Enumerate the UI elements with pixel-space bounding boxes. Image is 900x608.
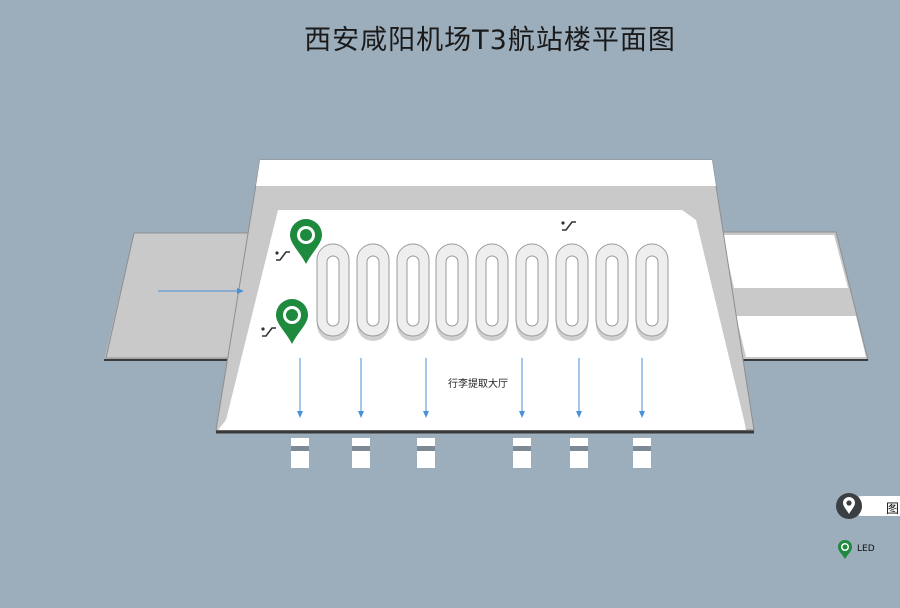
baggage-carousels [316, 243, 669, 341]
carousel [475, 243, 509, 341]
down-arrow [297, 358, 303, 418]
corridor-arrow [158, 288, 244, 294]
down-arrow [519, 358, 525, 418]
carousel [515, 243, 549, 341]
carousel [435, 243, 469, 341]
down-arrow [423, 358, 429, 418]
carousel [316, 243, 350, 341]
carousel [635, 243, 669, 341]
exit-gate [352, 438, 370, 468]
carousel [356, 243, 390, 341]
down-arrow [358, 358, 364, 418]
legend-title: 图 [886, 502, 900, 517]
exit-gate [570, 438, 588, 468]
led-marker-icon [838, 540, 852, 559]
carousel [555, 243, 589, 341]
down-arrow [576, 358, 582, 418]
hall-label: 行李提取大厅 [448, 377, 508, 390]
right-corridor [717, 231, 869, 361]
legend-led-item: LED [837, 540, 875, 560]
led-marker-icon[interactable] [290, 219, 322, 264]
left-corridor [104, 232, 251, 361]
exit-arrows [297, 358, 645, 418]
exit-gate [291, 438, 309, 468]
exit-gates [291, 438, 651, 468]
escalator-icon [275, 251, 290, 261]
carousel [595, 243, 629, 341]
map-pin-icon [836, 493, 862, 519]
down-arrow [639, 358, 645, 418]
map-title: 西安咸阳机场T3航站楼平面图 [304, 25, 676, 56]
legend-header[interactable]: 图 [836, 493, 900, 519]
exit-gate [513, 438, 531, 468]
escalator-icon [561, 221, 576, 231]
legend-led-label: LED [857, 544, 875, 554]
exit-gate [417, 438, 435, 468]
carousel [396, 243, 430, 341]
exit-gate [633, 438, 651, 468]
escalator-icon [261, 327, 276, 337]
led-marker-icon[interactable] [276, 299, 308, 344]
